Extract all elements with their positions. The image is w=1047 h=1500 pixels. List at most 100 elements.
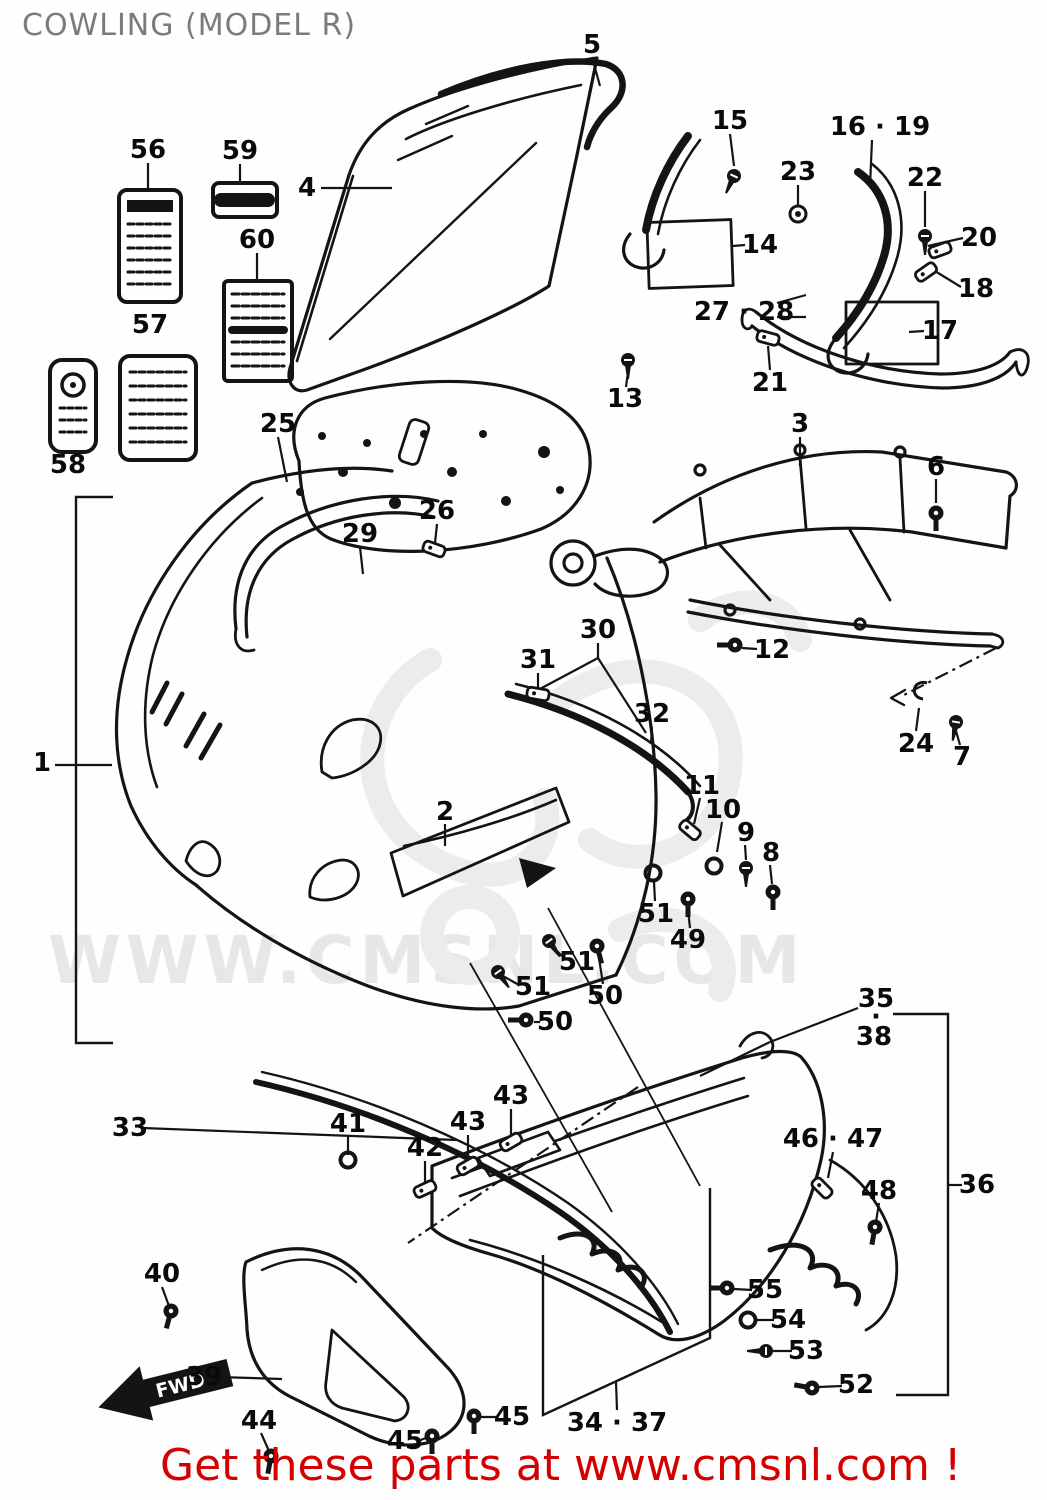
part-label-10[interactable]: 10 bbox=[704, 795, 742, 825]
bolt-glyph bbox=[424, 1428, 440, 1454]
part-label-11[interactable]: 11 bbox=[683, 771, 721, 801]
dash-dot-line bbox=[407, 1086, 639, 1244]
bolt-glyph bbox=[163, 1303, 179, 1330]
part-label-41[interactable]: 41 bbox=[329, 1109, 367, 1139]
part-label-30[interactable]: 30 bbox=[579, 615, 617, 645]
leader-line bbox=[826, 1151, 835, 1179]
leader-line bbox=[741, 646, 758, 651]
part-label-56[interactable]: 56 bbox=[129, 135, 167, 165]
leader-line bbox=[769, 1006, 859, 1044]
part-label-18[interactable]: 18 bbox=[957, 274, 995, 304]
part-label-20[interactable]: 20 bbox=[960, 223, 998, 253]
leader-line bbox=[218, 1375, 283, 1381]
part-label-23[interactable]: 23 bbox=[779, 157, 817, 187]
part-label-44[interactable]: 44 bbox=[240, 1406, 278, 1436]
clamp-glyph bbox=[421, 539, 447, 559]
part-label-17[interactable]: 17 bbox=[921, 316, 959, 346]
leader-line bbox=[728, 133, 736, 167]
part-label-5[interactable]: 5 bbox=[582, 30, 602, 60]
part-label-57[interactable]: 57 bbox=[131, 310, 169, 340]
part-label-3[interactable]: 3 bbox=[790, 409, 810, 439]
part-label-52[interactable]: 52 bbox=[837, 1370, 875, 1400]
part-label-21[interactable]: 21 bbox=[751, 368, 789, 398]
part-label-14[interactable]: 14 bbox=[741, 230, 779, 260]
part-label-51[interactable]: 51 bbox=[514, 972, 552, 1002]
bolt-glyph bbox=[928, 505, 944, 531]
alignment-line bbox=[547, 907, 701, 1187]
leader-line bbox=[733, 1287, 753, 1292]
leader-line bbox=[597, 657, 647, 734]
part-label-8[interactable]: 8 bbox=[761, 838, 781, 868]
part-label-54[interactable]: 54 bbox=[769, 1305, 807, 1335]
part-label-1[interactable]: 1 bbox=[32, 748, 52, 778]
leader-line bbox=[358, 546, 365, 575]
bolt-glyph bbox=[717, 637, 743, 653]
part-label-48[interactable]: 48 bbox=[860, 1176, 898, 1206]
part-label-45[interactable]: 45 bbox=[386, 1426, 424, 1456]
part-label-12[interactable]: 12 bbox=[753, 635, 791, 665]
part-label-51[interactable]: 51 bbox=[558, 947, 596, 977]
part-label-50[interactable]: 50 bbox=[586, 981, 624, 1011]
part-label-46·47[interactable]: 46 · 47 bbox=[782, 1124, 884, 1154]
part-label-50[interactable]: 50 bbox=[536, 1007, 574, 1037]
part-label-35[interactable]: 35 bbox=[857, 984, 895, 1014]
decal-57 bbox=[118, 354, 198, 462]
part-label-4[interactable]: 4 bbox=[297, 173, 317, 203]
under-cowling bbox=[430, 1031, 899, 1342]
part-label-·[interactable]: · bbox=[871, 1002, 881, 1032]
part-label-31[interactable]: 31 bbox=[519, 645, 557, 675]
screw-glyph bbox=[621, 353, 635, 379]
leader-line bbox=[776, 293, 807, 305]
part-label-40[interactable]: 40 bbox=[143, 1259, 181, 1289]
part-label-59[interactable]: 59 bbox=[221, 136, 259, 166]
part-label-60[interactable]: 60 bbox=[238, 225, 276, 255]
inner-panel-39 bbox=[242, 1247, 466, 1447]
part-label-16·19[interactable]: 16 · 19 bbox=[829, 112, 931, 142]
leader-line bbox=[914, 707, 921, 732]
part-label-55[interactable]: 55 bbox=[746, 1275, 784, 1305]
bolt-glyph bbox=[709, 1280, 735, 1296]
part-label-15[interactable]: 15 bbox=[711, 106, 749, 136]
part-label-34·37[interactable]: 34 · 37 bbox=[566, 1408, 668, 1438]
part-label-2[interactable]: 2 bbox=[435, 797, 455, 827]
part-label-24[interactable]: 24 bbox=[897, 729, 935, 759]
group-bracket bbox=[893, 1012, 950, 1397]
leader-line bbox=[743, 844, 748, 861]
part-label-53[interactable]: 53 bbox=[787, 1336, 825, 1366]
part-label-13[interactable]: 13 bbox=[606, 384, 644, 414]
part-label-33[interactable]: 33 bbox=[111, 1113, 149, 1143]
part-label-38[interactable]: 38 bbox=[855, 1022, 893, 1052]
part-label-6[interactable]: 6 bbox=[926, 452, 946, 482]
part-label-29[interactable]: 29 bbox=[341, 519, 379, 549]
leader-line bbox=[502, 975, 520, 986]
part-label-36[interactable]: 36 bbox=[958, 1170, 996, 1200]
clip-glyph bbox=[912, 680, 928, 701]
part-label-58[interactable]: 58 bbox=[49, 450, 87, 480]
bolt-glyph bbox=[765, 884, 781, 910]
part-label-43[interactable]: 43 bbox=[492, 1081, 530, 1111]
leader-line bbox=[868, 139, 874, 187]
footer-link-text[interactable]: Get these parts at www.cmsnl.com ! bbox=[160, 1440, 962, 1491]
part-label-51[interactable]: 51 bbox=[637, 899, 675, 929]
part-label-43[interactable]: 43 bbox=[449, 1107, 487, 1137]
part-label-39[interactable]: 39 bbox=[185, 1362, 223, 1392]
leader-line bbox=[417, 1436, 427, 1443]
part-label-42[interactable]: 42 bbox=[406, 1133, 444, 1163]
alignment-line bbox=[469, 962, 613, 1213]
part-label-45[interactable]: 45 bbox=[493, 1402, 531, 1432]
clamp-glyph bbox=[755, 329, 781, 347]
part-label-22[interactable]: 22 bbox=[906, 163, 944, 193]
part-label-49[interactable]: 49 bbox=[669, 925, 707, 955]
view-arrowhead bbox=[889, 688, 907, 707]
part-label-9[interactable]: 9 bbox=[736, 818, 756, 848]
leader-line bbox=[276, 436, 289, 483]
part-label-25[interactable]: 25 bbox=[259, 409, 297, 439]
decal-59 bbox=[211, 181, 279, 219]
part-label-26[interactable]: 26 bbox=[418, 496, 456, 526]
part-label-32[interactable]: 32 bbox=[633, 699, 671, 729]
screw-glyph bbox=[542, 934, 561, 958]
part-label-27·28[interactable]: 27 · 28 bbox=[693, 297, 795, 327]
part-label-7[interactable]: 7 bbox=[952, 742, 972, 772]
